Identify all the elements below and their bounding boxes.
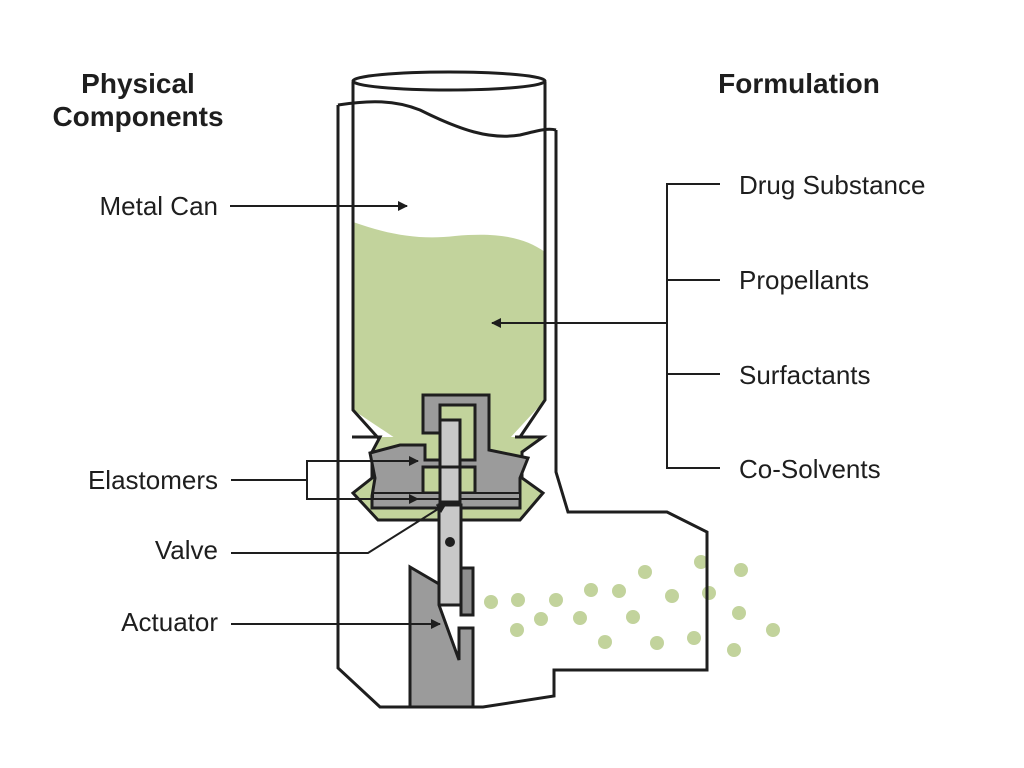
valve-stem [438,418,462,504]
actuator-nozzle-block [408,564,475,709]
label-propellants: Propellants [739,265,869,295]
stem-lower [437,503,463,607]
spray-droplets [484,555,780,657]
stem-orifice [445,537,455,547]
label-metal-can: Metal Can [100,191,219,221]
label-valve: Valve [155,535,218,565]
label-drug-substance: Drug Substance [739,170,925,200]
leader-valve [231,503,447,554]
label-surfactants: Surfactants [739,360,871,390]
metal-can [351,70,547,442]
formulation-bracket [491,183,720,469]
can-top-rim [351,70,547,92]
label-co-solvents: Co-Solvents [739,454,881,484]
leader-elastomers [231,456,419,504]
header-formulation: Formulation [718,68,880,99]
label-actuator: Actuator [121,607,218,637]
header-physical-line1: Physical [81,68,195,99]
label-elastomers: Elastomers [88,465,218,495]
formulation-liquid [353,222,545,438]
actuator-housing [336,105,709,709]
header-physical-line2: Components [52,101,223,132]
valve-assembly [368,393,531,510]
